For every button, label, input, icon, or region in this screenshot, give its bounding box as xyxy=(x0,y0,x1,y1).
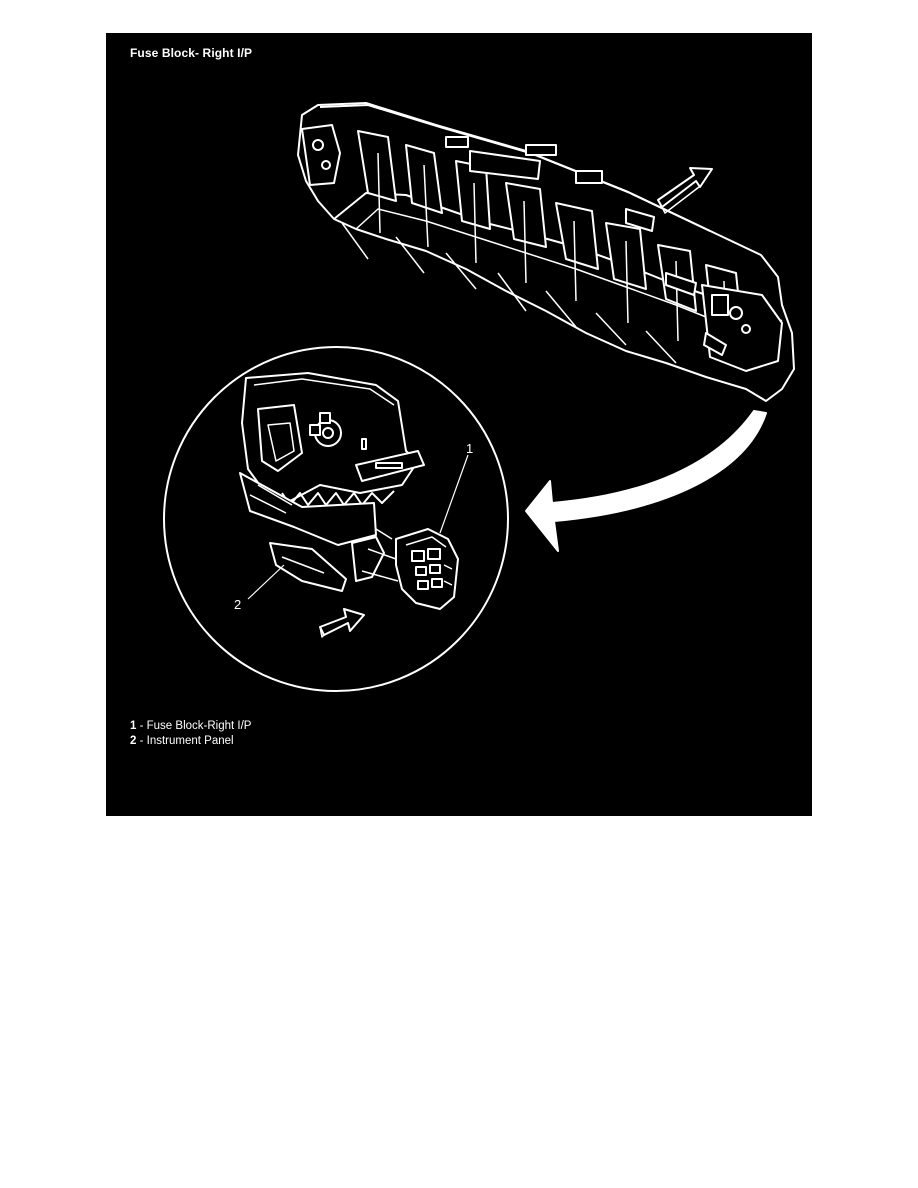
curved-pointer-arrow-icon xyxy=(525,410,767,552)
diagram-figure: Fuse Block- Right I/P xyxy=(106,33,812,816)
detail-forward-arrow-icon xyxy=(319,608,365,638)
legend-number: 1 xyxy=(130,720,137,732)
legend-description: Instrument Panel xyxy=(146,735,234,747)
legend-description: Fuse Block-Right I/P xyxy=(146,720,252,732)
forward-arrow-icon xyxy=(657,167,713,214)
legend-item-2: 2 - Instrument Panel xyxy=(130,734,251,749)
legend-number: 2 xyxy=(130,735,137,747)
legend-separator: - xyxy=(136,735,147,747)
instrument-panel-overview xyxy=(297,102,795,402)
legend-separator: - xyxy=(136,720,147,732)
callout-number-2: 2 xyxy=(234,597,241,612)
figure-title: Fuse Block- Right I/P xyxy=(130,46,253,60)
instrument-panel-illustration: 1 2 xyxy=(163,102,795,692)
legend: 1 - Fuse Block-Right I/P 2 - Instrument … xyxy=(130,719,251,749)
callout-number-1: 1 xyxy=(466,441,473,456)
legend-item-1: 1 - Fuse Block-Right I/P xyxy=(130,719,251,734)
detail-view: 1 2 xyxy=(163,346,509,692)
